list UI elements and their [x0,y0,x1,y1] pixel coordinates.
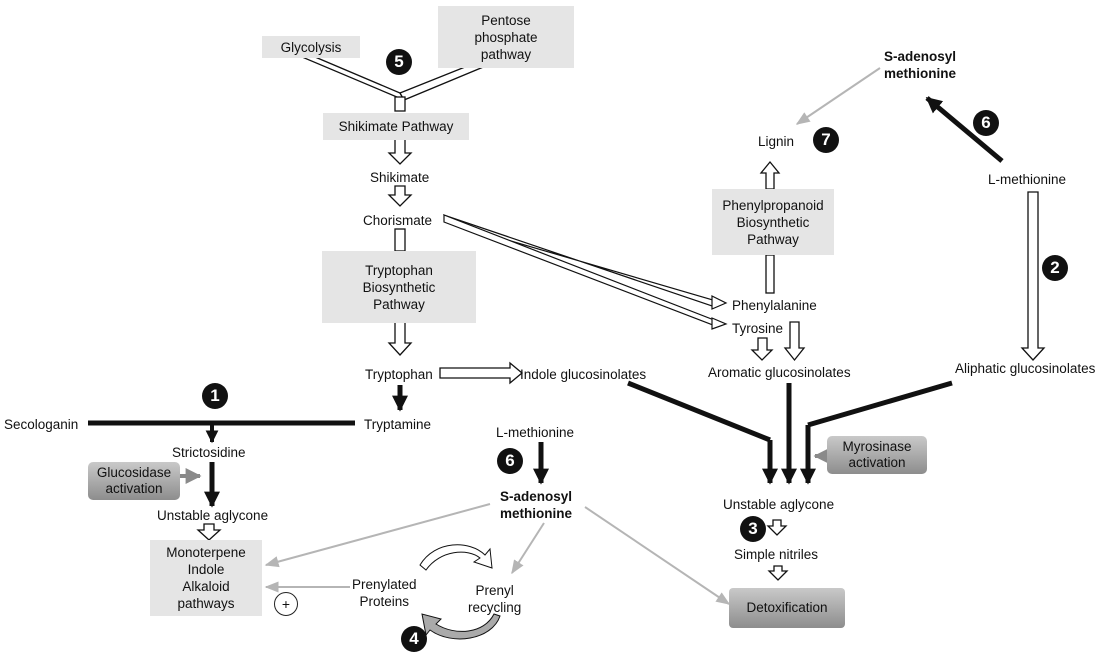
marker-6-right: 6 [973,110,999,136]
phenylalanine-label: Phenylalanine [732,298,817,313]
sam-mid-label: S-adenosyl methionine [500,489,573,521]
marker-6-mid: 6 [497,448,523,474]
glucosidase-activation-box: Glucosidase activation [88,462,180,500]
marker-7: 7 [813,127,839,153]
glycolysis-box: Glycolysis [262,36,360,58]
strictosidine-label: Strictosidine [172,445,246,460]
l-methionine-right-label: L-methionine [988,172,1067,187]
marker-5: 5 [386,49,412,75]
unstable-aglycone-right-label: Unstable aglycone [723,497,835,512]
detoxification-box: Detoxification [729,588,845,628]
sam-right-label: S-adenosyl methionine [884,49,957,81]
shikimate-pathway-box: Shikimate Pathway [323,113,469,140]
simple-nitriles-label: Simple nitriles [734,547,819,562]
prenyl-recycling-label: Prenyl recycling [468,583,522,615]
pentose-phosphate-box: Pentose phosphate pathway [438,6,574,68]
shikimate-label: Shikimate [370,170,430,185]
phenylpropanoid-box: Phenylpropanoid Biosynthetic Pathway [712,189,834,255]
indole-glucosinolates-label: Indole glucosinolates [520,367,647,382]
unstable-aglycone-left-label: Unstable aglycone [157,508,269,523]
black-arrows [88,96,1004,508]
l-methionine-mid-label: L-methionine [496,425,575,440]
tryptophan-to-indole-arrow [439,361,524,385]
lignin-label: Lignin [758,134,795,149]
mia-pathways-box: Monoterpene Indole Alkaloid pathways [150,540,262,616]
secologanin-label: Secologanin [4,417,79,432]
tryptamine-label: Tryptamine [364,417,432,432]
marker-4: 4 [401,626,427,652]
gray-arrows [180,67,881,605]
hollow-arrows-left [196,138,413,541]
marker-1: 1 [202,383,228,409]
marker-2: 2 [1042,255,1068,281]
tryptophan-label: Tryptophan [365,367,433,382]
prenyl-cycle-arrows [419,544,501,640]
tryptophan-pathway-box: Tryptophan Biosynthetic Pathway [322,251,476,323]
chorismate-wedge-arrow [443,214,728,330]
plus-sign: + [274,592,298,616]
myrosinase-activation-box: Myrosinase activation [827,436,927,474]
tyrosine-label: Tyrosine [732,321,784,336]
marker-3: 3 [740,516,766,542]
aromatic-glucosinolates-label: Aromatic glucosinolates [708,365,851,380]
chorismate-label: Chorismate [363,213,433,228]
prenylated-proteins-label: Prenylated Proteins [352,577,417,609]
hollow-arrows-phenyl [750,160,1046,581]
aliphatic-glucosinolates-label: Aliphatic glucosinolates [955,361,1096,376]
